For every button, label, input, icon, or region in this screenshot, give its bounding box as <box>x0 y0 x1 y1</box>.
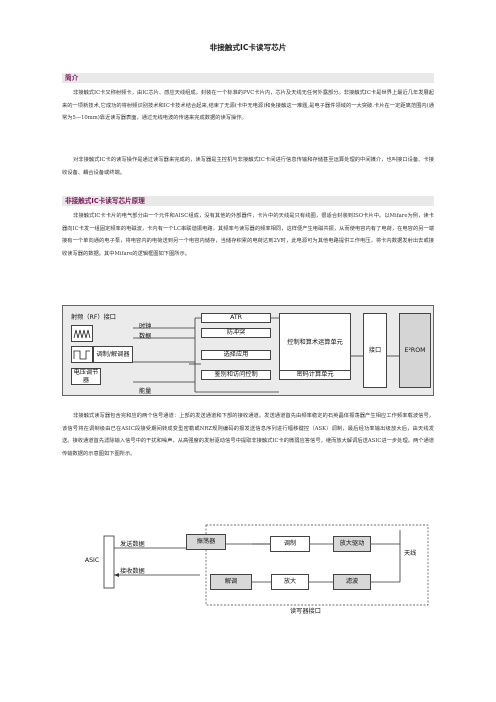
amplify-block: 放大 <box>271 574 309 590</box>
section-heading-intro: 简介 <box>62 73 434 83</box>
coil-icon <box>73 329 91 339</box>
anticollision-label: 防冲突 <box>226 329 246 336</box>
filter-label: 滤波 <box>345 578 359 585</box>
atr-block: ATR <box>201 313 271 323</box>
rf-interface-label: 射频（RF）接口 <box>71 313 116 321</box>
document-title: 非接触式IC卡读写芯片 <box>209 43 287 52</box>
modem-wave-icon <box>71 346 93 363</box>
wave-icon <box>73 350 90 360</box>
eeprom-block: E²ROM <box>399 313 431 388</box>
section-heading-principle: 非接触式IC卡读写芯片原理 <box>62 196 434 206</box>
mifare-logic-diagram: 射频（RF）接口 时钟 数据 调制/解调器 电压调节器 能量 ATR 防冲突 选… <box>62 305 434 396</box>
send-data-label: 发送数据 <box>120 541 145 548</box>
oscillator-block: 振荡器 <box>186 534 226 550</box>
interface-block: 接口 <box>363 313 387 388</box>
crypto-label: 密码计算单元 <box>296 371 334 378</box>
data-label: 数据 <box>139 333 152 340</box>
eeprom-label: E²ROM <box>404 346 426 354</box>
recv-data-label: 接收数据 <box>120 568 145 575</box>
modulation-label: 调制 <box>283 540 297 547</box>
rf-coil-icon <box>71 325 93 342</box>
voltage-regulator-block: 电压调节器 <box>71 368 101 385</box>
auth-access-label: 鉴别和访问控制 <box>214 371 258 378</box>
anticollision-block: 防冲突 <box>201 328 271 338</box>
modem-block: 调制/解调器 <box>93 346 133 363</box>
auth-access-block: 鉴别和访问控制 <box>201 370 271 380</box>
energy-label: 能量 <box>139 388 152 395</box>
demod-block: 解调 <box>210 574 252 590</box>
rf-interface-block: 射频（RF）接口 <box>71 312 135 323</box>
antenna-label: 天线 <box>404 550 417 557</box>
control-alu-block: 控制和算术运算单元 <box>279 313 351 373</box>
asic-block: ASIC <box>82 552 102 570</box>
oscillator-label: 振荡器 <box>196 538 216 545</box>
paragraph-intro-1: 非接触式IC卡又称射频卡，由IC芯片、感应天线组成，封装在一个标准的PVC卡片内… <box>62 90 434 122</box>
atr-label: ATR <box>230 314 242 321</box>
interface-label: 接口 <box>368 346 382 354</box>
asic-label: ASIC <box>84 557 100 564</box>
select-app-label: 选择应用 <box>223 351 249 358</box>
clock-label: 时钟 <box>139 323 152 330</box>
reader-channel-diagram: ASIC 发送数据 接收数据 振荡器 调制 放大驱动 解调 放大 滤波 天线 读… <box>80 522 434 617</box>
amplify-label: 放大 <box>283 578 297 585</box>
paragraph-principle-2: 非接触式读写器包含完和应的两个信号通道：上部的发送通道和下部的接收通道。发送通道… <box>62 413 434 457</box>
amp-drive-block: 放大驱动 <box>333 536 371 552</box>
crypto-block: 密码计算单元 <box>279 370 351 380</box>
paragraph-intro-2: 对非接触式IC卡的读写操作是通过读写器来完成的，读写器是主控机与非接触式IC卡间… <box>62 157 434 176</box>
select-app-block: 选择应用 <box>201 350 271 360</box>
control-alu-label: 控制和算术运算单元 <box>287 339 343 346</box>
rw-interface-label: 读写器接口 <box>290 608 321 615</box>
modem-label: 调制/解调器 <box>96 350 130 358</box>
amp-drive-label: 放大驱动 <box>339 540 365 547</box>
demod-label: 解调 <box>224 578 238 585</box>
voltage-regulator-label: 电压调节器 <box>73 368 99 384</box>
paragraph-principle-1: 非接触式IC卡卡片的电气部分由一个元件和AISC组成，没有其他的外部器件，卡片中… <box>62 213 434 257</box>
modulation-block: 调制 <box>270 536 310 552</box>
filter-block: 滤波 <box>333 574 371 590</box>
